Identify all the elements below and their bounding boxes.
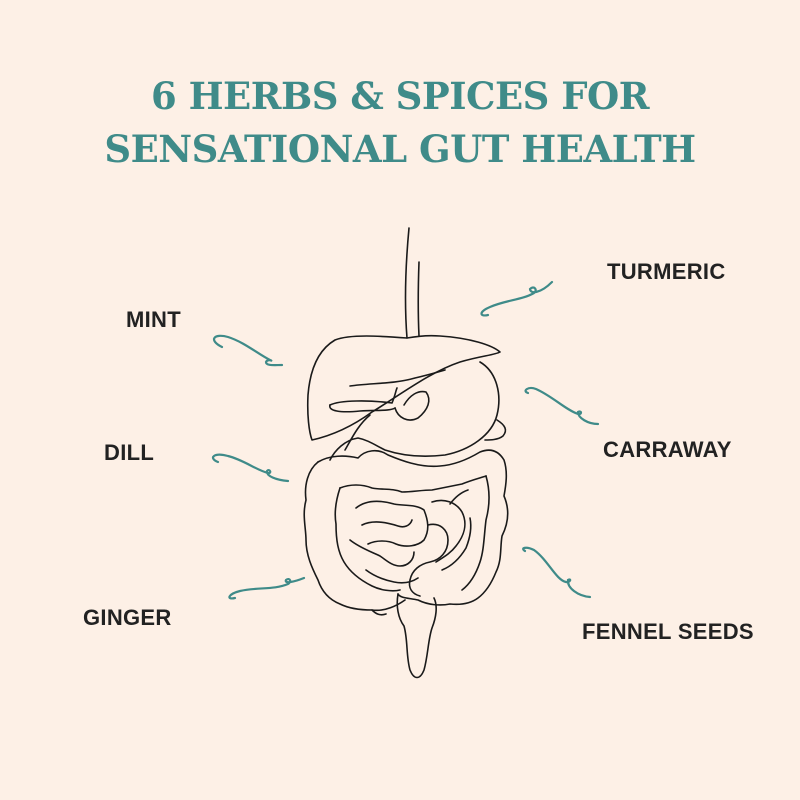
title-line-2: SENSATIONAL GUT HEALTH [104,127,696,171]
page-title: 6 HERBS & SPICES FOR SENSATIONAL GUT HEA… [0,70,800,176]
swirl-icon [212,334,284,367]
label-turmeric: TURMERIC [607,259,726,284]
swirl-icon [524,386,600,426]
label-ginger: GINGER [83,605,172,630]
swirl-icon [228,576,306,600]
swirl-icon [522,546,592,599]
label-carraway: CARRAWAY [603,437,732,462]
swirl-icon [211,453,290,483]
swirl-icon [480,280,554,317]
label-dill: DILL [104,440,155,465]
title-line-1: 6 HERBS & SPICES FOR [150,74,650,118]
label-mint: MINT [126,307,181,332]
label-fennel-seeds: FENNEL SEEDS [582,619,754,644]
